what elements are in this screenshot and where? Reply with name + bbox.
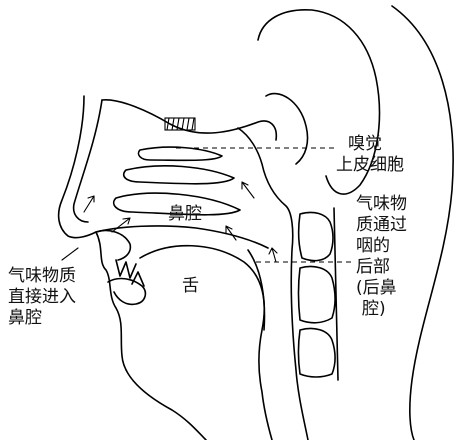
label-line: 后部 [356,257,407,278]
skull-inner-line [266,94,308,164]
label-orthonasal-route: 气味物质 直接进入 鼻腔 [8,266,76,329]
label-line: 鼻腔 [8,308,76,329]
vertebra-2 [299,266,336,322]
label-tongue: 舌 [182,276,199,297]
label-line: (后鼻 [356,278,407,299]
airflow-arrow-back-lower [226,226,236,240]
label-line: 嗅觉 [336,134,404,155]
nose-inner-line [74,100,102,222]
vertebra-3 [299,328,336,377]
label-retronasal-route: 气味物 质通过 咽的 后部 (后鼻 腔) [356,194,407,320]
label-line: 气味物 [356,194,407,215]
tongue-outline [140,246,272,440]
vertebra-1 [299,212,333,260]
nasopharynx-wall [238,128,308,440]
label-line: 咽的 [356,236,407,257]
teeth [116,260,144,286]
label-nasal-cavity: 鼻腔 [168,204,202,225]
label-line: 直接进入 [8,287,76,308]
airflow-arrow-pharynx [269,248,277,262]
label-line: 质通过 [356,215,407,236]
nostril-leader-line [62,248,78,260]
upper-turbinate [138,147,222,160]
airflow-arrow-front [84,196,94,212]
label-line: 气味物质 [8,266,76,287]
hard-palate [96,226,268,248]
airflow-arrow-floor [112,218,130,232]
middle-turbinate [124,166,234,184]
airflow-arrow-back-upper [242,182,254,198]
label-olfactory-epithelium: 嗅觉 上皮细胞 [336,134,404,176]
lower-lip [108,279,145,305]
label-line: 上皮细胞 [336,155,404,176]
label-line: 腔) [356,299,407,320]
